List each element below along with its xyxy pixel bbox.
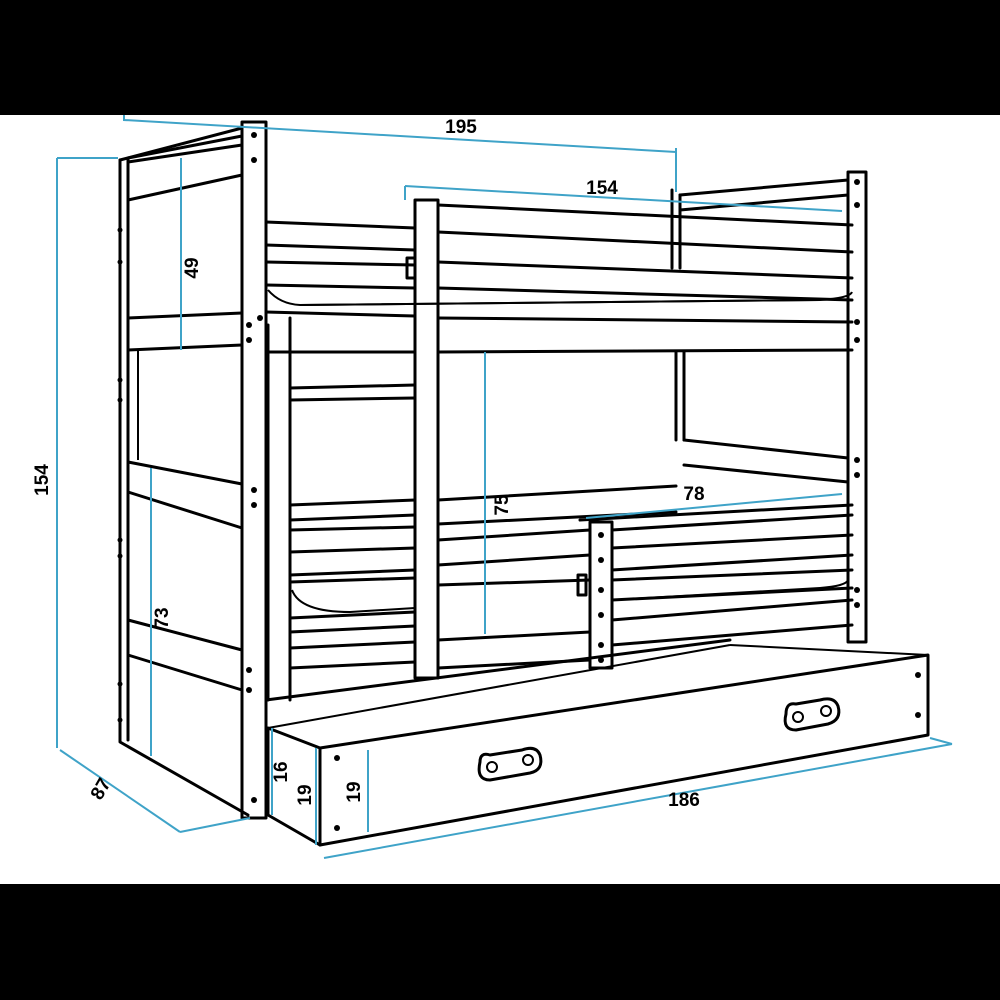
ladder [288,198,440,680]
inner-left-post [266,316,292,702]
front-left-post [117,120,268,820]
label-depth: 87 [87,775,116,804]
front-right-post [846,170,868,644]
label-total-length: 195 [445,117,477,138]
label-drawer-panel: 19 [344,781,365,802]
dimension-labels: 195 154 154 49 75 73 78 87 186 16 19 19 [32,117,705,811]
label-lower-bed-height: 73 [152,607,173,628]
bottom-black-band [0,884,1000,1000]
left-end-frame [118,126,250,817]
upper-bunk [264,178,854,442]
label-upper-bed-length: 154 [586,178,618,199]
label-drawer-front: 19 [295,784,316,805]
storage-drawer [266,644,930,847]
label-drawer-length: 186 [668,790,700,811]
label-upper-rail-height: 49 [182,257,203,278]
label-drawer-height: 16 [271,761,292,782]
label-guard-rail-length: 78 [683,484,704,505]
lower-bunk [264,438,854,702]
dimension-lines [56,115,953,859]
drawer-handle-left-icon [477,746,543,782]
drawer-handle-right-icon [783,697,841,732]
label-total-height: 154 [32,464,53,496]
top-black-band [0,0,1000,115]
diagram-canvas [0,115,1000,884]
label-bed-clearance: 75 [492,494,513,516]
